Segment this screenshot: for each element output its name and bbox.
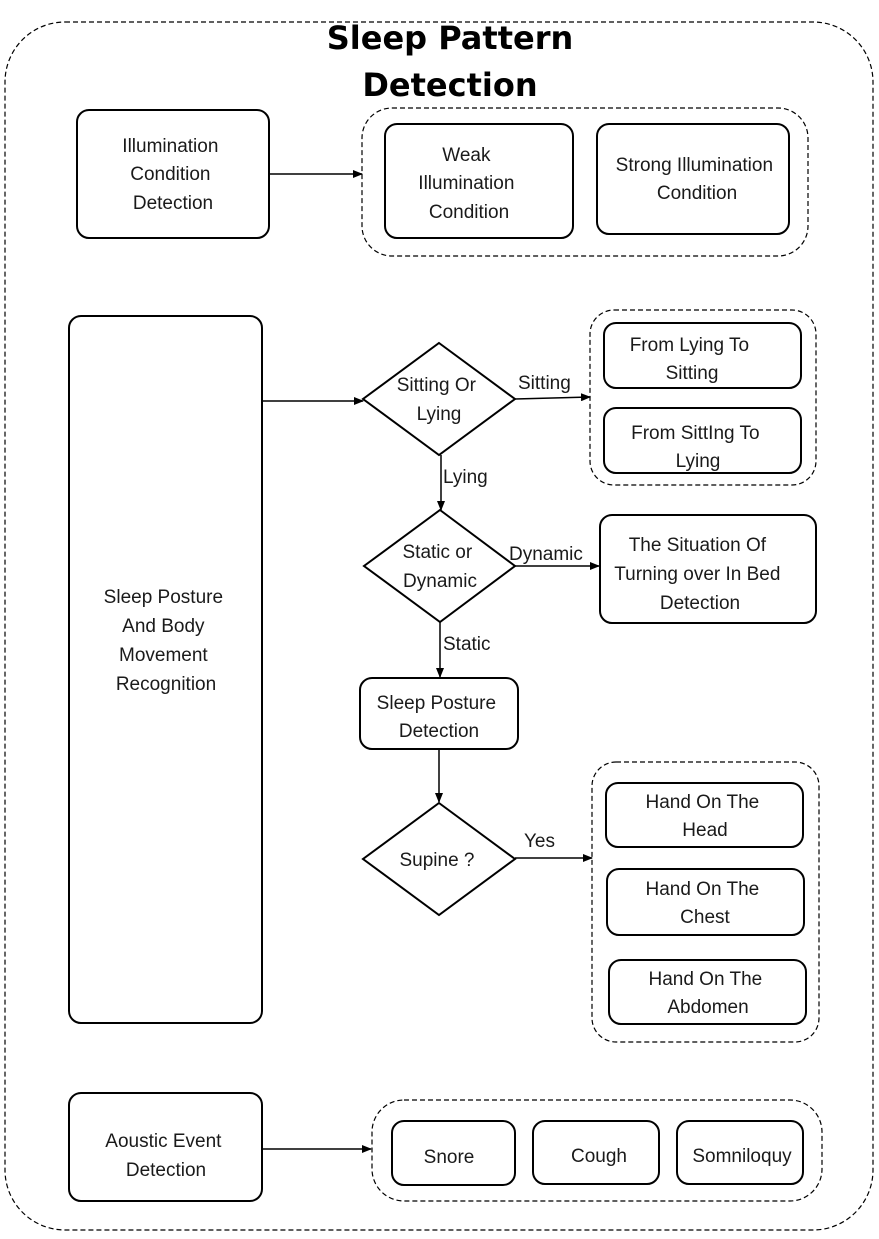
diagram-title-line2: Detection xyxy=(362,66,537,104)
diagram-title-line1: Sleep Pattern xyxy=(327,19,574,57)
sitting-or-lying-diamond xyxy=(361,341,517,457)
yes-edge-label: Yes xyxy=(524,831,555,852)
static-or-dynamic-diamond xyxy=(362,508,517,624)
sitting-arrow xyxy=(514,393,591,402)
weak-illumination-box xyxy=(384,123,574,239)
hand-chest-label: Hand On The Chest xyxy=(645,879,764,928)
lying-to-sitting-box xyxy=(603,322,802,389)
lying-edge-label: Lying xyxy=(443,467,488,488)
cough-box xyxy=(532,1120,660,1185)
sitting-to-lying-label: From SittIng To Lying xyxy=(631,423,765,472)
turning-over-label: The Situation Of Turning over In Bed Det… xyxy=(614,535,785,614)
somniloquy-label: Somniloquy xyxy=(692,1146,792,1167)
sleep-posture-detection-label: Sleep Posture Detection xyxy=(377,693,502,742)
hand-position-group xyxy=(591,761,820,1043)
weak-illumination-label: Weak Illumination Condition xyxy=(418,145,519,223)
somniloquy-box xyxy=(676,1120,804,1185)
acoustic-detection-box xyxy=(68,1092,263,1202)
sitting-or-lying-label: Sitting Or Lying xyxy=(397,375,481,425)
turning-over-box xyxy=(599,514,817,624)
snore-label: Snore xyxy=(424,1147,475,1168)
supine-diamond xyxy=(361,801,517,917)
snore-box xyxy=(391,1120,516,1186)
lying-to-sitting-label: From Lying To Sitting xyxy=(630,335,755,384)
strong-illumination-label: Strong Illumination Condition xyxy=(616,155,779,204)
hand-head-label: Hand On The Head xyxy=(645,792,764,841)
hand-abdomen-label: Hand On The Abdomen xyxy=(648,969,767,1018)
strong-illumination-box xyxy=(596,123,790,235)
static-or-dynamic-label: Static or Dynamic xyxy=(403,542,478,592)
acoustic-detection-label: Aoustic Event Detection xyxy=(105,1131,226,1181)
dynamic-edge-label: Dynamic xyxy=(509,544,583,565)
static-edge-label: Static xyxy=(443,634,491,655)
hand-abdomen-box xyxy=(608,959,807,1025)
illumination-detection-label: Illumination Condition Detection xyxy=(122,136,223,214)
cough-label: Cough xyxy=(571,1146,627,1167)
hand-chest-box xyxy=(606,868,805,936)
hand-head-box xyxy=(605,782,804,848)
outer-container xyxy=(4,21,874,1231)
illumination-group xyxy=(361,107,809,257)
transition-group xyxy=(589,309,817,486)
sleep-posture-recognition-label: Sleep Posture And Body Movement Recognit… xyxy=(104,587,229,695)
acoustic-event-group xyxy=(371,1099,823,1202)
sitting-edge-label: Sitting xyxy=(518,373,571,394)
supine-label: Supine ? xyxy=(399,850,474,871)
sitting-to-lying-box xyxy=(603,407,802,474)
sleep-posture-recognition-box xyxy=(68,315,263,1024)
